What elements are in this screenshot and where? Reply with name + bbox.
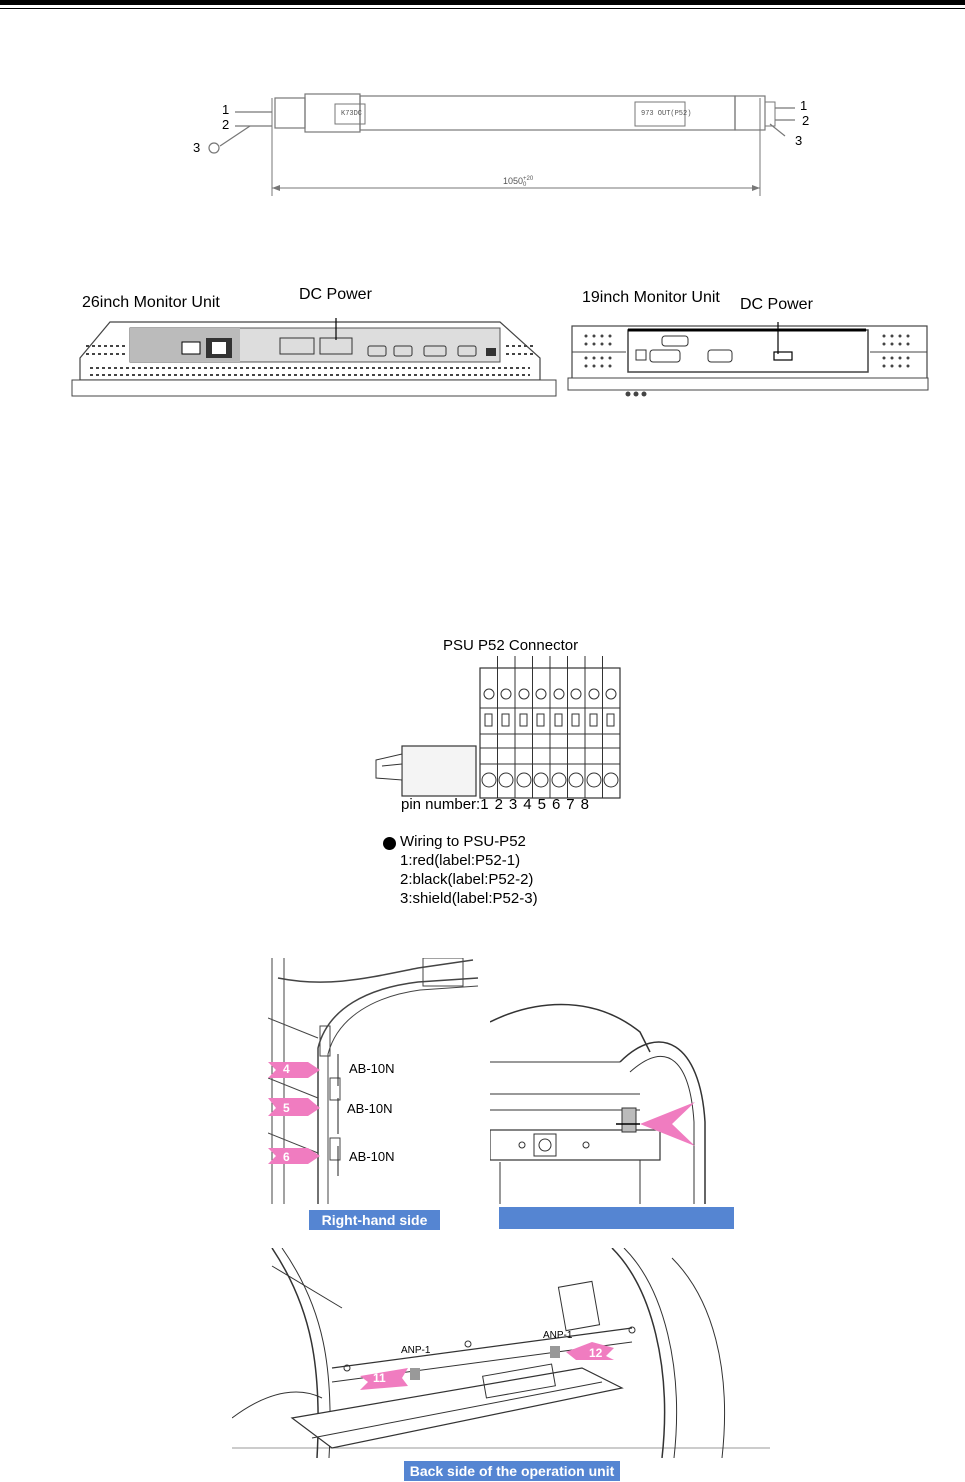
bolt-label-1: AB-10N (349, 1061, 395, 1076)
arrow-label-6: 6 (283, 1150, 290, 1164)
arrow-label-5: 5 (283, 1101, 290, 1115)
wiring-item-3: 3:shield(label:P52-3) (400, 890, 538, 907)
nut-label-1: ANP-1 (401, 1345, 431, 1356)
caption-right-hand-side: Right-hand side (309, 1210, 440, 1230)
cable-left-pin-3: 3 (193, 140, 201, 155)
cable-tolerance-top: +20 (523, 176, 534, 182)
monitor-19-dc-label: DC Power (740, 296, 813, 313)
psu-pin-4: 4 (523, 796, 532, 813)
header-rule (0, 0, 965, 5)
monitor-19-drawing (567, 322, 929, 397)
cable-right-label: 973 OUT(P52) (641, 110, 692, 118)
psu-pin-1: 1 (480, 796, 489, 813)
cable-left-label: K73DC (341, 110, 363, 118)
monitor-26-drawing (71, 318, 557, 397)
cable-tolerance-bottom: 0 (523, 182, 527, 188)
monitor-26-dc-label: DC Power (299, 286, 372, 303)
inner-frame-drawing (490, 1003, 706, 1204)
cable-left-pin-2: 2 (222, 117, 230, 132)
psu-pin-5: 5 (537, 796, 546, 813)
bolt-label-3: AB-10N (349, 1149, 395, 1164)
psu-pin-3: 3 (508, 796, 518, 813)
psu-connector-title: PSU P52 Connector (443, 637, 579, 654)
psu-pin-prefix: pin number: (401, 796, 481, 813)
psu-pin-6: 6 (551, 796, 561, 813)
cable-right-pin-2: 2 (802, 113, 810, 128)
psu-connector-drawing (375, 656, 621, 799)
arrow-label-11: 11 (373, 1371, 386, 1385)
bolt-label-2: AB-10N (347, 1101, 393, 1116)
arrow-label-4: 4 (283, 1062, 290, 1076)
wiring-item-2: 2:black(label:P52-2) (400, 871, 534, 888)
monitor-26-title: 26inch Monitor Unit (82, 294, 220, 311)
psu-pin-8: 8 (580, 796, 589, 813)
caption-back-side: Back side of the operation unit (404, 1461, 620, 1481)
cable-length-value: 1050 (503, 176, 524, 186)
cable-right-pin-3: 3 (795, 133, 803, 148)
right-hand-side-drawing (268, 958, 479, 1204)
header-rule-thin (0, 8, 965, 9)
psu-pin-2: 2 (494, 796, 503, 813)
wiring-item-1: 1:red(label:P52-1) (400, 852, 521, 869)
cable-right-pin-1: 1 (800, 98, 808, 113)
monitor-19-title: 19inch Monitor Unit (582, 289, 720, 306)
psu-pin-7: 7 (566, 796, 575, 813)
nut-label-2: ANP-1 (543, 1330, 573, 1341)
cable-left-pin-1: 1 (222, 102, 230, 117)
wiring-title: Wiring to PSU-P52 (400, 833, 526, 850)
wiring-bullet (383, 837, 396, 850)
cable-drawing (208, 93, 795, 196)
arrow-label-12: 12 (589, 1346, 603, 1360)
caption-blank (499, 1207, 734, 1229)
back-side-drawing (232, 1248, 770, 1458)
